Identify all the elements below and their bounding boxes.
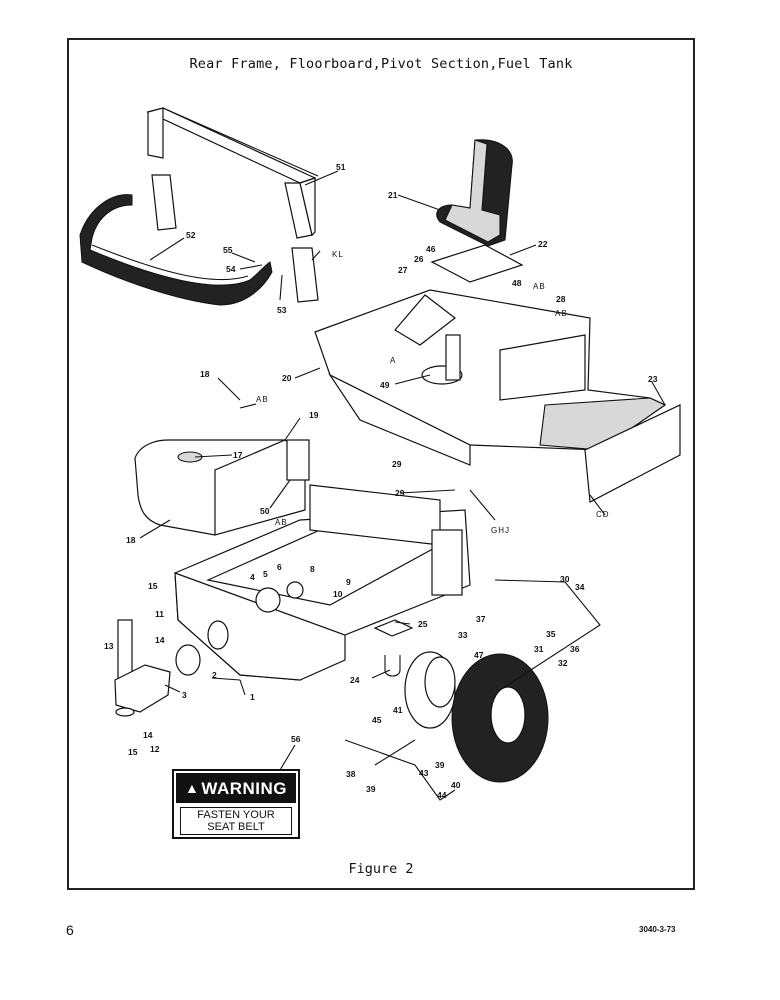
document-code: 3040-3-73 <box>639 925 676 934</box>
warning-line-1: FASTEN YOUR <box>197 809 275 821</box>
callout-10: 10 <box>333 589 343 599</box>
callout-9: 9 <box>346 577 351 587</box>
warning-decal: ▲WARNING FASTEN YOUR SEAT BELT <box>172 769 300 839</box>
callout-37: 37 <box>476 614 486 624</box>
bracket-25 <box>373 619 414 637</box>
callout-53: 53 <box>277 305 287 315</box>
callout-5: 5 <box>263 569 268 579</box>
label-ab-18: AB <box>256 395 269 404</box>
callout-51: 51 <box>336 162 346 172</box>
callout-14-bottom: 14 <box>143 730 153 740</box>
seat-21 <box>436 139 513 247</box>
label-ab-48: AB <box>533 282 546 291</box>
figure-frame: Rear Frame, Floorboard,Pivot Section,Fue… <box>67 38 695 890</box>
callout-23: 23 <box>648 374 658 384</box>
callout-28: 28 <box>556 294 566 304</box>
label-ab-28: AB <box>555 309 568 318</box>
callout-20: 20 <box>282 373 292 383</box>
callout-32: 32 <box>558 658 568 668</box>
callout-22: 22 <box>538 239 548 249</box>
warning-header-text: WARNING <box>201 779 288 798</box>
u-bolt-24 <box>384 655 401 677</box>
callout-15-bottom: 15 <box>128 747 138 757</box>
warning-triangle-icon: ▲ <box>184 780 200 796</box>
callout-18-top: 18 <box>200 369 210 379</box>
figure-title: Rear Frame, Floorboard,Pivot Section,Fue… <box>189 56 573 72</box>
callout-14-top: 14 <box>155 635 165 645</box>
callout-6: 6 <box>277 562 282 572</box>
callout-30: 30 <box>560 574 570 584</box>
warning-header: ▲WARNING <box>176 773 296 803</box>
callout-18-bottom: 18 <box>126 535 136 545</box>
spindle-3 <box>114 619 171 717</box>
callout-8: 8 <box>310 564 315 574</box>
label-ab-50: AB <box>275 518 288 527</box>
callout-15-top: 15 <box>148 581 158 591</box>
figure-caption: Figure 2 <box>348 861 414 877</box>
callout-50: 50 <box>260 506 270 516</box>
label-ghj: GHJ <box>491 526 510 535</box>
callout-34: 34 <box>575 582 585 592</box>
rollbar-51 <box>146 107 319 303</box>
bumper-52 <box>79 194 273 306</box>
callout-24: 24 <box>350 675 360 685</box>
callout-43: 43 <box>419 768 429 778</box>
callout-26: 26 <box>414 254 424 264</box>
callout-41: 41 <box>393 705 403 715</box>
fuel-tank-18 <box>134 439 310 536</box>
callout-4: 4 <box>250 572 255 582</box>
callout-17: 17 <box>233 450 243 460</box>
label-cd: CD <box>596 510 610 519</box>
warning-message: FASTEN YOUR SEAT BELT <box>180 807 292 835</box>
warning-line-2: SEAT BELT <box>207 821 265 833</box>
callout-36: 36 <box>570 644 580 654</box>
callout-3: 3 <box>182 690 187 700</box>
callout-56: 56 <box>291 734 301 744</box>
rear-frame-1 <box>174 484 471 681</box>
callout-38: 38 <box>346 769 356 779</box>
callout-52: 52 <box>186 230 196 240</box>
callout-54: 54 <box>226 264 236 274</box>
callout-11: 11 <box>155 609 164 619</box>
label-a: A <box>390 356 396 365</box>
callout-49: 49 <box>380 380 390 390</box>
callout-45: 45 <box>372 715 382 725</box>
panel-23 <box>584 404 681 503</box>
floorboard-20 <box>314 289 667 466</box>
callout-1: 1 <box>250 692 255 702</box>
callout-21: 21 <box>388 190 398 200</box>
callout-12: 12 <box>150 744 160 754</box>
callout-33: 33 <box>458 630 468 640</box>
callout-55: 55 <box>223 245 233 255</box>
label-kl: KL <box>332 250 344 259</box>
callout-44: 44 <box>437 790 447 800</box>
callout-31: 31 <box>534 644 544 654</box>
callout-35: 35 <box>546 629 556 639</box>
bushing-2 <box>175 644 201 676</box>
callout-27: 27 <box>398 265 408 275</box>
seat-plate-22 <box>430 244 524 283</box>
callout-47: 47 <box>474 650 484 660</box>
callout-39-left: 39 <box>366 784 376 794</box>
page-number: 6 <box>66 922 74 938</box>
callout-19: 19 <box>309 410 319 420</box>
wheel-tire-assembly <box>404 651 549 783</box>
leader-lines <box>139 170 666 771</box>
callout-29-upper: 29 <box>392 459 402 469</box>
callout-48: 48 <box>512 278 522 288</box>
callout-40: 40 <box>451 780 461 790</box>
callout-2: 2 <box>212 670 217 680</box>
callout-25: 25 <box>418 619 428 629</box>
callout-29-lower: 29 <box>395 488 405 498</box>
callout-46: 46 <box>426 244 436 254</box>
callout-39-right: 39 <box>435 760 445 770</box>
callout-13: 13 <box>104 641 114 651</box>
